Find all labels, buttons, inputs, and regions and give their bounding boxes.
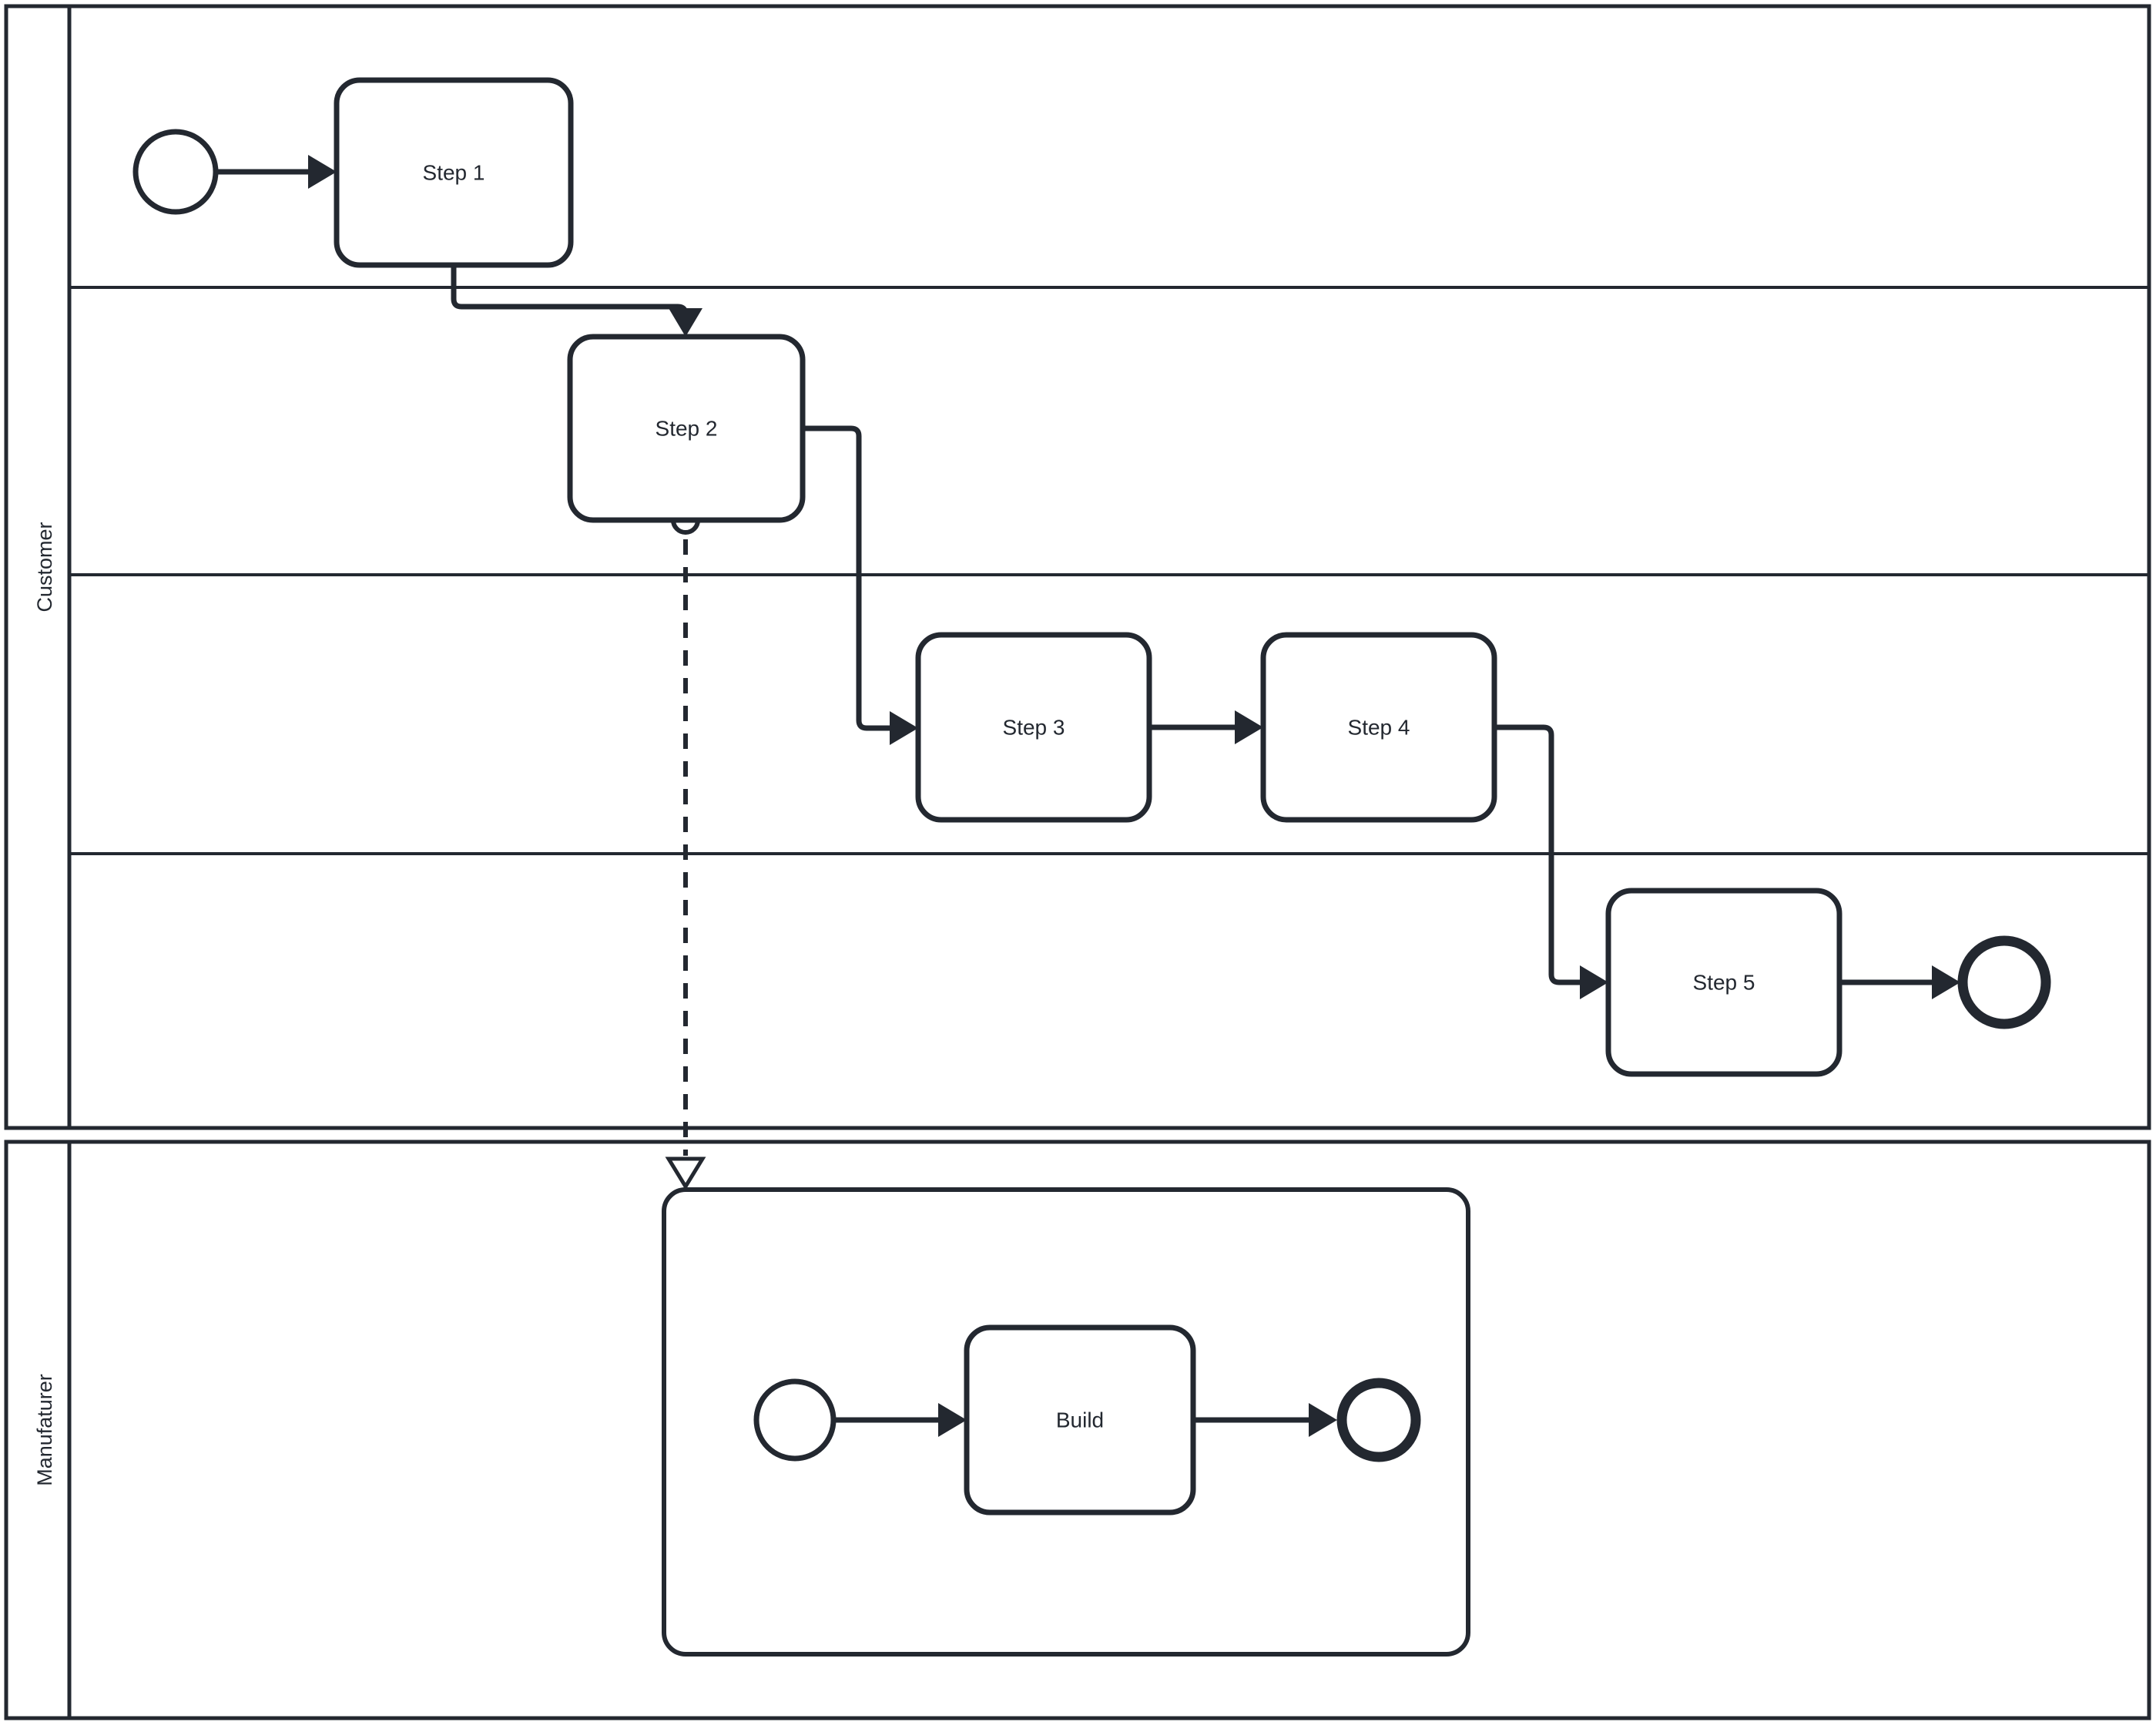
task-step5-label: Step 5 — [1693, 971, 1755, 995]
arrowhead-step3 — [890, 711, 918, 745]
task-build — [964, 1324, 1196, 1516]
arrowhead-mend — [1309, 1403, 1337, 1437]
task-step1 — [334, 77, 574, 268]
task-step4-label: Step 4 — [1348, 716, 1410, 740]
task-step5 — [1605, 888, 1842, 1077]
arrowhead-step5 — [1580, 965, 1608, 999]
end-event-manufaturer — [1336, 1378, 1421, 1462]
task-step3-label: Step 3 — [1003, 716, 1065, 740]
arrowhead-build — [938, 1403, 967, 1437]
arrowhead-step4 — [1235, 710, 1263, 744]
task-build-label: Build — [1056, 1408, 1104, 1432]
flow-step4-to-step5 — [1494, 724, 1582, 985]
flow-step2-to-step3 — [803, 425, 892, 731]
task-step1-label: Step 1 — [423, 161, 485, 185]
start-event-customer — [132, 129, 219, 215]
task-step2 — [567, 334, 806, 523]
subprocess-manufaturer: Build — [662, 1187, 1470, 1657]
message-open-arrowhead — [665, 1156, 706, 1190]
task-step4 — [1260, 632, 1497, 823]
tasks-customer: Step 1 Step 2 Step 3 Step 4 Step 5 — [334, 77, 1842, 1077]
pool-customer-label: Customer — [33, 522, 56, 612]
task-step3 — [915, 632, 1152, 823]
start-event-manufaturer — [753, 1378, 837, 1462]
end-event-customer — [1957, 935, 2051, 1029]
arrowhead-step2 — [669, 308, 702, 337]
sequence-arrowheads — [308, 155, 1960, 999]
arrowhead-step1 — [308, 155, 337, 189]
arrowhead-end — [1932, 965, 1960, 999]
pool-manufaturer-label: Manufaturer — [33, 1374, 56, 1486]
task-step2-label: Step 2 — [656, 417, 718, 441]
